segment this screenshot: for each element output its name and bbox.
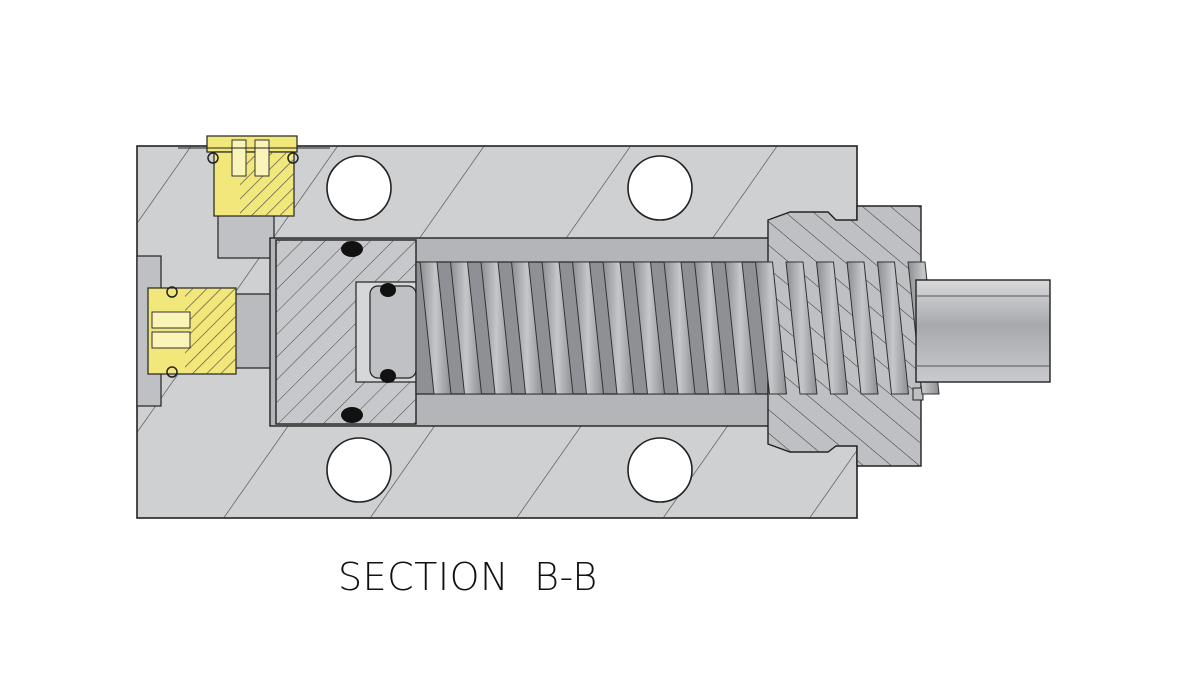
o-ring-seal — [341, 407, 363, 423]
screw-thread — [693, 261, 727, 395]
section-caption: SECTION B-B — [338, 555, 598, 599]
mounting-hole — [326, 155, 392, 221]
screw-thread — [663, 261, 696, 395]
screw-thread — [571, 261, 605, 395]
screw-thread — [632, 261, 666, 395]
o-ring-seal — [380, 369, 396, 383]
screw-thread — [754, 261, 788, 395]
mounting-holes — [326, 155, 693, 503]
screw-thread — [449, 261, 483, 395]
fitting-top — [178, 135, 330, 217]
o-ring-seals — [341, 241, 396, 423]
screw-thread — [785, 261, 818, 395]
top-port-channel — [217, 213, 275, 259]
mounting-hole — [326, 437, 392, 503]
screw-threads — [419, 261, 940, 395]
screw-thread — [419, 261, 452, 395]
screw-thread — [724, 261, 757, 395]
piston — [275, 239, 417, 425]
screw-thread — [602, 261, 635, 395]
screw-thread — [541, 261, 574, 395]
screw-thread — [510, 261, 544, 395]
mounting-hole — [627, 155, 693, 221]
mounting-hole — [627, 437, 693, 503]
o-ring-seal — [380, 283, 396, 297]
screw-thread — [480, 261, 513, 395]
o-ring-seal — [341, 241, 363, 257]
shaft — [915, 279, 1051, 383]
screw-thread — [815, 261, 849, 395]
screw-thread — [876, 261, 910, 395]
fitting-left — [147, 286, 237, 378]
screw-thread — [846, 261, 879, 395]
